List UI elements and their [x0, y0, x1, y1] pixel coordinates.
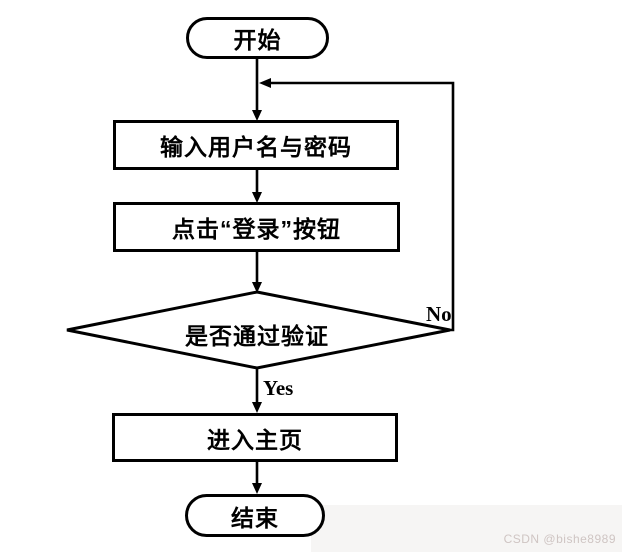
arrowhead-start-to-input — [252, 110, 262, 121]
node-verify-check-label: 是否通过验证 — [185, 323, 329, 349]
node-start-label: 开始 — [233, 27, 282, 53]
arrowhead-no-loopback — [259, 78, 271, 88]
node-start: 开始 — [186, 17, 329, 59]
node-enter-home: 进入主页 — [112, 413, 398, 462]
node-end: 结束 — [185, 494, 325, 537]
edge-label-no: No — [426, 302, 452, 326]
edge-label-yes: Yes — [263, 376, 294, 400]
node-end-label: 结束 — [231, 504, 279, 531]
arrowhead-click-to-decision — [252, 282, 262, 293]
arrowhead-home-to-end — [252, 483, 262, 494]
node-input-credentials-label: 输入用户名与密码 — [160, 134, 352, 160]
node-input-credentials: 输入用户名与密码 — [113, 120, 399, 170]
node-enter-home-label: 进入主页 — [207, 426, 303, 453]
arrowhead-decision-to-home — [252, 402, 262, 413]
watermark: CSDN @bishe8989 — [503, 532, 616, 546]
node-click-login-label: 点击“登录”按钮 — [172, 216, 341, 242]
arrowhead-input-to-click — [252, 192, 262, 203]
node-click-login: 点击“登录”按钮 — [113, 202, 400, 252]
watermark-background — [311, 505, 622, 552]
edge-no-loopback — [268, 81, 455, 332]
